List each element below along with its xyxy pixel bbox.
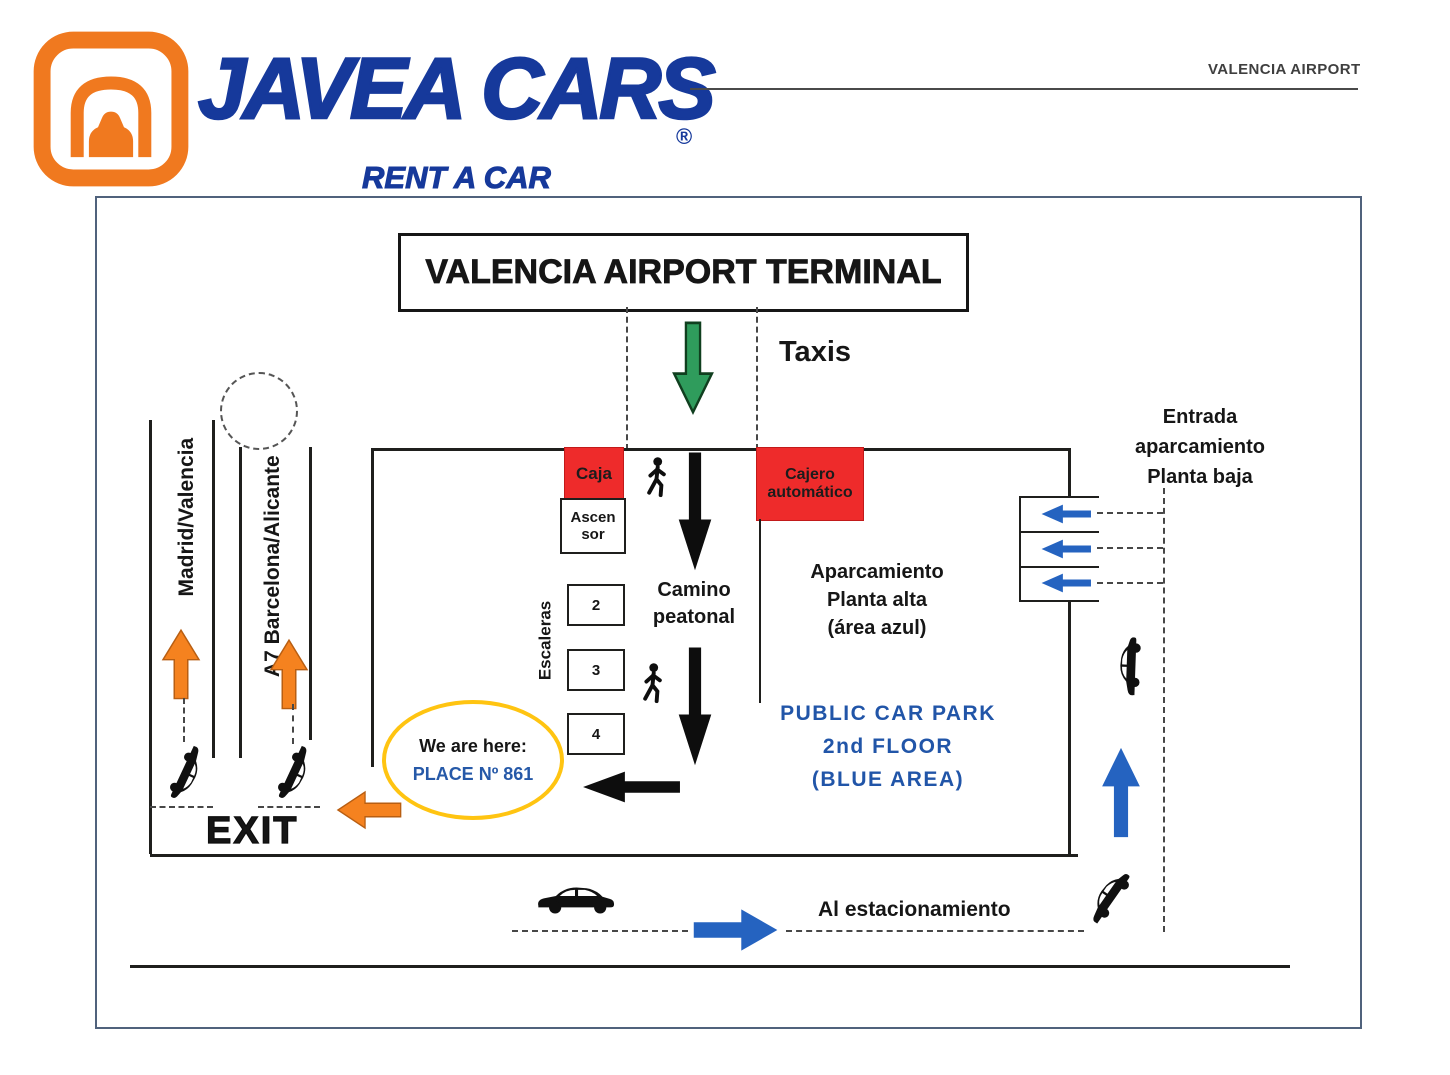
exit-lane-dash xyxy=(150,806,213,808)
arrow-down-black-icon xyxy=(676,450,714,574)
arrow-up-orange-icon xyxy=(160,628,202,700)
exit-lane-dash xyxy=(258,806,320,808)
arrow-down-green-icon xyxy=(671,321,715,415)
stair-box-4: 4 xyxy=(567,713,625,755)
brand-tagline: RENT A CAR xyxy=(362,160,552,196)
stair-number: 4 xyxy=(591,725,601,743)
car-icon xyxy=(271,739,321,806)
arrow-left-orange-icon xyxy=(336,789,402,831)
cajero-label: Cajero automático xyxy=(767,465,853,501)
escaleras-label: Escaleras xyxy=(535,600,555,681)
arrow-left-blue-icon xyxy=(1040,572,1092,594)
structure-right-wall-lower xyxy=(1068,600,1071,856)
ascensor-label: Ascen sor xyxy=(570,508,616,543)
pedestrian-icon xyxy=(639,662,666,706)
walkway-edge-line xyxy=(756,307,758,450)
taxis-label: Taxis xyxy=(779,336,852,368)
header-location-label: VALENCIA AIRPORT xyxy=(1208,61,1361,78)
road-label-madrid-valencia: Madrid/Valencia xyxy=(174,437,198,597)
brand-registered-mark: ® xyxy=(676,124,693,149)
planta-alta-label: Aparcamiento Planta alta (área azul) xyxy=(810,561,944,639)
header-rule xyxy=(690,88,1358,90)
pedestrian-icon xyxy=(643,456,670,500)
terminal-label: VALENCIA AIRPORT TERMINAL xyxy=(425,253,942,292)
right-road-edge xyxy=(1163,488,1165,932)
brand-name: JAVEA CARS xyxy=(197,40,717,139)
arrow-down-black-icon xyxy=(676,645,714,769)
car-icon xyxy=(1115,635,1143,700)
exit-lane-dash xyxy=(292,704,294,744)
car-icon xyxy=(1079,863,1137,930)
arrow-left-black-icon xyxy=(580,769,682,805)
car-icon xyxy=(533,882,617,916)
entry-lane-line xyxy=(1019,531,1099,533)
stair-number: 2 xyxy=(591,596,601,614)
we-are-here-place: PLACE Nº 861 xyxy=(412,763,534,784)
entrada-label: Entrada aparcamiento Planta baja xyxy=(1134,406,1266,488)
map-frame xyxy=(95,196,1362,1029)
left-road-line xyxy=(239,447,242,758)
entry-lane-edge xyxy=(1019,496,1021,602)
structure-top-wall xyxy=(371,448,1071,451)
left-road-line xyxy=(309,447,312,740)
walkway-edge-line xyxy=(626,307,628,450)
ascensor-box: Ascen sor xyxy=(560,498,626,554)
stair-box-2: 2 xyxy=(567,584,625,626)
we-are-here-title: We are here: xyxy=(419,735,527,756)
left-road-line xyxy=(212,420,215,758)
entry-lane-dash xyxy=(1097,512,1163,514)
brand-logo-icon xyxy=(33,30,189,188)
al-estacionamiento-label: Al estacionamiento xyxy=(818,898,1011,921)
arrow-up-blue-icon xyxy=(1099,745,1143,839)
entry-lane-line xyxy=(1019,566,1099,568)
bottom-road-edge xyxy=(130,965,1290,968)
car-icon xyxy=(163,739,213,806)
roundabout-icon xyxy=(220,372,298,450)
stair-number: 3 xyxy=(591,661,601,679)
we-are-here-badge: We are here: PLACE Nº 861 xyxy=(382,700,564,820)
arrow-left-blue-icon xyxy=(1040,503,1092,525)
divider-line xyxy=(759,519,761,703)
terminal-box: VALENCIA AIRPORT TERMINAL xyxy=(398,233,969,312)
entry-lane-line xyxy=(1019,600,1099,602)
stair-box-3: 3 xyxy=(567,649,625,691)
caja-kiosk: Caja xyxy=(564,447,624,500)
exit-label: EXIT xyxy=(205,809,299,852)
structure-right-wall-upper xyxy=(1068,449,1071,498)
road-center-dash xyxy=(512,930,688,932)
left-road-line xyxy=(149,420,152,854)
entry-lane-dash xyxy=(1097,582,1163,584)
structure-left-wall xyxy=(371,448,374,767)
camino-peatonal-label: Camino peatonal xyxy=(652,579,736,628)
public-car-park-label: PUBLIC CAR PARK 2nd FLOOR (BLUE AREA) xyxy=(780,702,996,791)
road-center-dash xyxy=(786,930,1084,932)
structure-bottom-wall xyxy=(150,854,1078,857)
entry-lane-dash xyxy=(1097,547,1163,549)
arrow-right-blue-icon xyxy=(692,906,780,954)
arrow-up-orange-icon xyxy=(268,638,310,710)
entry-lane-line xyxy=(1019,496,1099,498)
exit-lane-dash xyxy=(183,698,185,742)
caja-label: Caja xyxy=(576,463,612,483)
arrow-left-blue-icon xyxy=(1040,538,1092,560)
cajero-kiosk: Cajero automático xyxy=(756,447,864,521)
